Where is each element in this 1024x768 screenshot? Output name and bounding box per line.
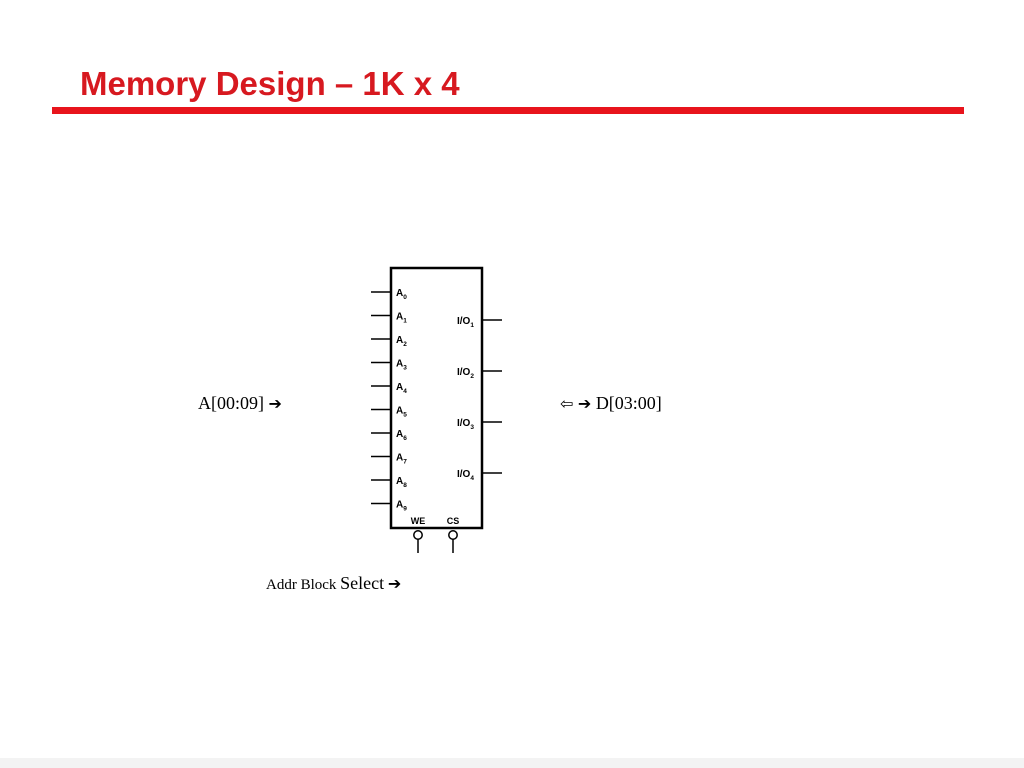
address-pin-label: A6 xyxy=(396,429,407,442)
io-pin-label: I/O1 xyxy=(457,316,474,329)
address-pin-label: A7 xyxy=(396,453,407,466)
right-arrow-icon: ➔ xyxy=(268,394,282,413)
address-bus-note: A[00:09] ➔ xyxy=(198,393,282,414)
io-pin-label: I/O3 xyxy=(457,418,474,431)
address-block-select-note: Addr Block Select ➔ xyxy=(266,573,401,594)
left-arrow-icon: ⇦ xyxy=(560,394,574,413)
io-pins: I/O1I/O2I/O3I/O4 xyxy=(457,316,502,482)
address-pin-label: A0 xyxy=(396,288,407,301)
address-bus-label: A[00:09] xyxy=(198,393,264,413)
slide-title: Memory Design – 1K x 4 xyxy=(80,65,460,102)
address-pin-label: A4 xyxy=(396,382,407,395)
io-pin-label: I/O4 xyxy=(457,469,474,482)
address-pin-label: A1 xyxy=(396,312,407,325)
chip-body xyxy=(389,266,484,530)
data-bus-label: D[03:00] xyxy=(595,393,662,413)
control-pins: WE CS xyxy=(411,516,460,553)
address-pin-label: A2 xyxy=(396,335,407,348)
address-pin-label: A3 xyxy=(396,359,407,372)
footer-band xyxy=(0,758,1024,768)
right-arrow-icon: ➔ xyxy=(577,394,592,413)
right-arrow-icon: ➔ xyxy=(387,574,402,593)
control-pin-label: WE xyxy=(411,516,426,526)
io-pin-label: I/O2 xyxy=(457,367,474,380)
title-rule xyxy=(52,107,964,114)
address-pin-label: A9 xyxy=(396,500,407,513)
select-small-label: Addr Block xyxy=(266,577,337,593)
data-bus-note: ⇦ ➔ D[03:00] xyxy=(560,393,662,414)
active-low-bubble xyxy=(448,530,458,540)
active-low-bubble xyxy=(413,530,423,540)
control-pin-label: CS xyxy=(447,516,460,526)
address-pin-label: A5 xyxy=(396,406,407,419)
select-big-label: Select xyxy=(340,573,385,593)
address-pin-label: A8 xyxy=(396,476,407,489)
